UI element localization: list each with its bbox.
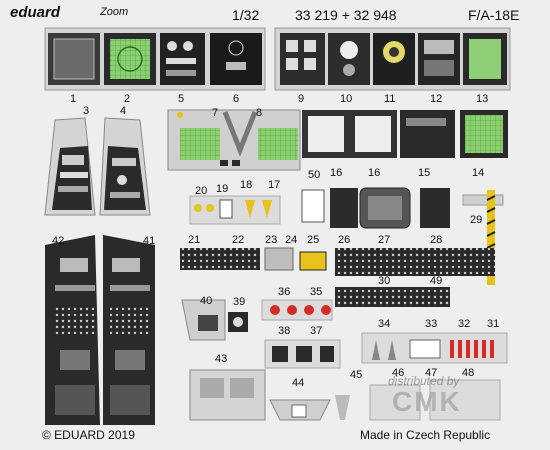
parts-39-40 xyxy=(181,299,248,341)
part-number-40: 40 xyxy=(200,295,213,307)
part-number-9: 9 xyxy=(298,93,305,105)
part-number-14: 14 xyxy=(472,167,485,179)
part-number-10: 10 xyxy=(340,93,353,105)
part-number-29: 29 xyxy=(470,214,483,226)
origin-text: Made in Czech Republic xyxy=(360,428,491,442)
warning-lights-35-36 xyxy=(261,299,333,321)
panels-11-13 xyxy=(400,110,508,158)
part-number-33: 33 xyxy=(425,318,438,330)
scale-label: 1/32 xyxy=(232,7,260,23)
part-number-46: 46 xyxy=(392,367,405,379)
part-number-26: 26 xyxy=(338,234,351,246)
part-number-16a: 16 xyxy=(330,167,343,179)
part-number-45: 45 xyxy=(350,369,363,381)
distributor-watermark-line1: distributed by xyxy=(388,374,460,388)
brand-logo: eduard xyxy=(10,4,61,21)
part-number-24: 24 xyxy=(285,234,298,246)
part-number-37: 37 xyxy=(310,325,323,337)
part-number-7: 7 xyxy=(212,107,219,119)
parts-44-48 xyxy=(269,379,501,421)
aircraft-type: F/A-18E xyxy=(468,7,520,23)
part-number-22: 22 xyxy=(232,234,245,246)
part-number-1: 1 xyxy=(70,93,77,105)
part-number-28: 28 xyxy=(430,234,443,246)
distributor-watermark-logo: CMK xyxy=(392,386,462,417)
part-number-49: 49 xyxy=(430,275,443,287)
frames-9-10 xyxy=(302,110,397,158)
part-number-15: 15 xyxy=(418,167,431,179)
panel-strip-top-right xyxy=(274,27,511,91)
zoom-logo: Zoom xyxy=(100,6,129,18)
part-number-31: 31 xyxy=(487,318,500,330)
part-number-50: 50 xyxy=(308,169,321,181)
part-43 xyxy=(189,369,266,421)
handle-29 xyxy=(486,190,496,285)
part-number-8: 8 xyxy=(256,107,263,119)
part-number-32: 32 xyxy=(458,318,471,330)
part-number-2: 2 xyxy=(124,93,131,105)
copyright-text: © EDUARD 2019 xyxy=(42,428,135,442)
part-number-42: 42 xyxy=(52,235,65,247)
part-number-18: 18 xyxy=(240,179,253,191)
part-number-36: 36 xyxy=(278,286,291,298)
side-panels-41-42 xyxy=(45,235,155,425)
front-panels-7-8 xyxy=(167,109,301,171)
part-number-39: 39 xyxy=(233,296,246,308)
part-number-41: 41 xyxy=(143,235,156,247)
part-number-4: 4 xyxy=(120,105,127,117)
part-number-5: 5 xyxy=(178,93,185,105)
part-number-27: 27 xyxy=(378,234,391,246)
part-number-6: 6 xyxy=(233,93,240,105)
part-number-3: 3 xyxy=(83,105,90,117)
part-number-43: 43 xyxy=(215,353,228,365)
panel-strip-top-left xyxy=(44,27,266,91)
part-number-12: 12 xyxy=(430,93,443,105)
part-number-44: 44 xyxy=(292,377,305,389)
part-number-11: 11 xyxy=(384,93,396,105)
part-number-21: 21 xyxy=(188,234,201,246)
part-number-19: 19 xyxy=(216,183,229,195)
side-consoles-3-4 xyxy=(44,117,151,216)
product-codes: 33 219 + 32 948 xyxy=(295,7,397,23)
part-number-25: 25 xyxy=(307,234,320,246)
part-number-38: 38 xyxy=(278,325,291,337)
part-number-13: 13 xyxy=(476,93,489,105)
strips-21-28 xyxy=(180,247,495,276)
part-number-47: 47 xyxy=(425,367,438,379)
parts-37-38 xyxy=(264,339,341,369)
strips-30-49 xyxy=(335,287,450,307)
small-parts-row xyxy=(189,187,504,229)
part-number-48: 48 xyxy=(462,367,475,379)
part-number-16b: 16 xyxy=(368,167,381,179)
parts-31-34 xyxy=(361,332,508,364)
part-number-34: 34 xyxy=(378,318,391,330)
part-number-17: 17 xyxy=(268,179,281,191)
part-number-20: 20 xyxy=(195,185,208,197)
part-number-23: 23 xyxy=(265,234,278,246)
part-number-35: 35 xyxy=(310,286,323,298)
part-number-30: 30 xyxy=(378,275,391,287)
